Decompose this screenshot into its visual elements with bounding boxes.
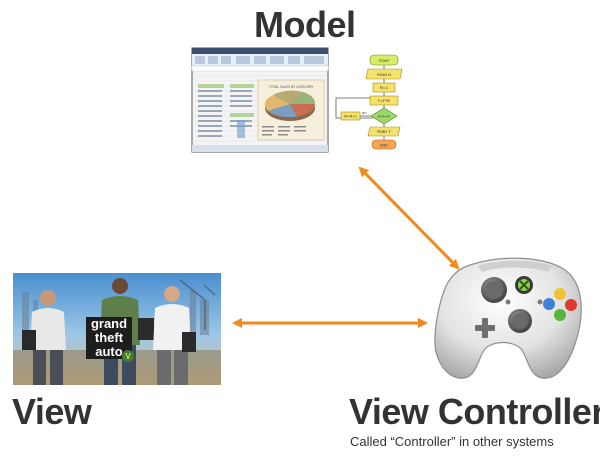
character-left bbox=[22, 290, 66, 385]
flowchart-step-start: START bbox=[378, 59, 390, 63]
flowchart-step-m: M=1 bbox=[380, 86, 388, 90]
flowchart-step-print: PRINT F bbox=[377, 130, 391, 134]
flowchart-step-decision: IS M=N? bbox=[378, 115, 391, 119]
flowchart-step-read: READ N bbox=[377, 73, 391, 77]
flowchart-image: START READ N M=1 F=F*M IS M=N? NO YES M=… bbox=[335, 54, 403, 150]
svg-text:V: V bbox=[125, 352, 131, 361]
flowchart-step-end: END bbox=[380, 144, 388, 148]
model-title: Model bbox=[254, 4, 356, 45]
game-poster: grand theft auto V bbox=[13, 273, 221, 385]
game-logo-line-2: theft bbox=[95, 330, 124, 345]
game-logo: grand theft auto V bbox=[86, 316, 134, 362]
spreadsheet-screenshot: TOTAL SALES BY CATEGORY bbox=[191, 47, 329, 153]
gamepad-icon bbox=[434, 257, 582, 379]
flowchart-step-f: F=F*M bbox=[378, 99, 390, 103]
chart-caption: TOTAL SALES BY CATEGORY bbox=[268, 85, 313, 89]
view-controller-title: View Controller bbox=[349, 391, 600, 432]
game-logo-line-3: auto bbox=[95, 344, 123, 359]
flowchart-step-increment: M=M+1 bbox=[344, 115, 357, 119]
view-title: View bbox=[12, 391, 92, 432]
model-controller-arrow bbox=[358, 166, 460, 270]
game-logo-line-1: grand bbox=[91, 316, 127, 331]
flowchart-branch-no: NO bbox=[362, 111, 367, 115]
view-controller-subtitle: Called “Controller” in other systems bbox=[350, 434, 554, 449]
pie-chart bbox=[264, 90, 316, 121]
character-right bbox=[153, 286, 196, 385]
